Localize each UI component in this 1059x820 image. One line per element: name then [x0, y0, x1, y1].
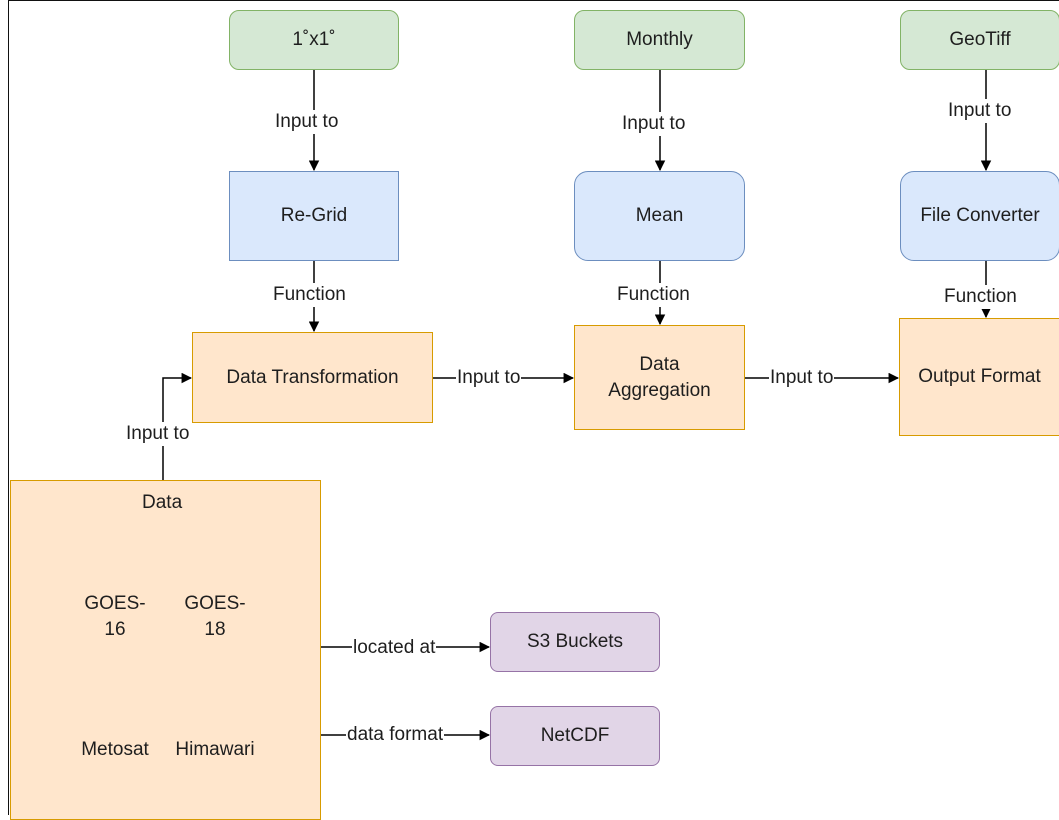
format-netcdf: NetCDF [490, 706, 660, 766]
cylinder-goes18-label: GOES-18 [184, 593, 246, 640]
diagram-frame [8, 0, 1059, 815]
input-monthly: Monthly [574, 10, 745, 70]
edge-label-converter-function: Function [943, 285, 1018, 309]
edge-label-located-at: located at [352, 636, 437, 660]
data-container [10, 480, 321, 820]
edge-label-regrid-function: Function [272, 283, 347, 307]
data-container-title: Data [142, 492, 183, 513]
storage-s3-buckets: S3 Buckets [490, 612, 660, 672]
edge-label-aggregation-input: Input to [769, 366, 835, 390]
input-grid-resolution: 1˚x1˚ [229, 10, 399, 70]
function-file-converter: File Converter [900, 171, 1059, 261]
edge-label-data-format: data format [346, 723, 445, 747]
edge-label-data-input: Input to [125, 422, 191, 446]
stage-data-transformation: Data Transformation [192, 332, 433, 423]
cylinder-metosat-label: Metosat [81, 739, 149, 760]
function-regrid: Re-Grid [229, 171, 399, 261]
edge-label-grid-input: Input to [274, 110, 340, 134]
stage-data-aggregation: Data Aggregation [574, 325, 745, 430]
function-mean: Mean [574, 171, 745, 261]
stage-output-format: Output Format [899, 318, 1059, 436]
edge-label-geotiff-input: Input to [947, 99, 1013, 123]
cylinder-himawari-label: Himawari [175, 739, 255, 760]
edge-label-monthly-input: Input to [621, 112, 687, 136]
edge-label-mean-function: Function [616, 283, 691, 307]
edge-data-to-transformation [162, 372, 193, 480]
input-geotiff: GeoTiff [900, 10, 1059, 70]
cylinder-goes16-label: GOES-16 [84, 593, 146, 640]
edge-label-transformation-input: Input to [456, 366, 522, 390]
